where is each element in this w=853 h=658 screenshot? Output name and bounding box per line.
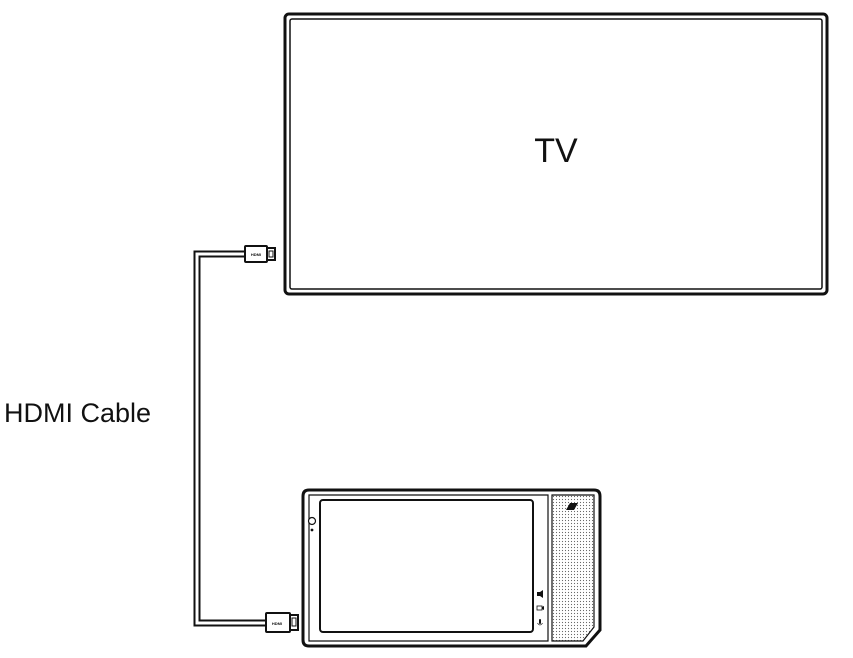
- device: [301, 488, 602, 648]
- speaker-panel: [551, 494, 595, 642]
- hdmi-cable-label: HDMI Cable: [4, 398, 151, 428]
- device-inner-bezel: [308, 494, 549, 642]
- camera-icon: [307, 516, 317, 526]
- hdmi-cable: [193, 250, 270, 627]
- tv: TV: [283, 12, 829, 296]
- brand-logo-icon: [566, 503, 578, 510]
- hdmi-plug-device: HDMI: [265, 612, 299, 633]
- hdmi-plug-tv-text: HDMI: [251, 252, 261, 257]
- hdmi-plug-tv-head: [266, 247, 276, 261]
- mic-icon: [537, 619, 543, 626]
- sensor-dot: [310, 528, 314, 532]
- device-screen: [319, 499, 534, 633]
- hdmi-cable-wire-core: [195, 252, 270, 625]
- tv-outer-frame: [283, 12, 829, 296]
- hdmi-plug-tv: HDMI: [244, 245, 276, 263]
- hdmi-plug-device-pin: [291, 617, 297, 627]
- volume-icon: [537, 590, 543, 598]
- hdmi-cable-wire: [193, 250, 270, 627]
- camera-toggle-icon: [536, 605, 544, 611]
- hdmi-plug-device-head: [289, 614, 299, 631]
- tv-label: TV: [534, 132, 578, 170]
- tv-inner-frame: [289, 18, 823, 290]
- hdmi-plug-tv-pin: [268, 250, 274, 258]
- hdmi-plug-device-text: HDMI: [272, 621, 282, 626]
